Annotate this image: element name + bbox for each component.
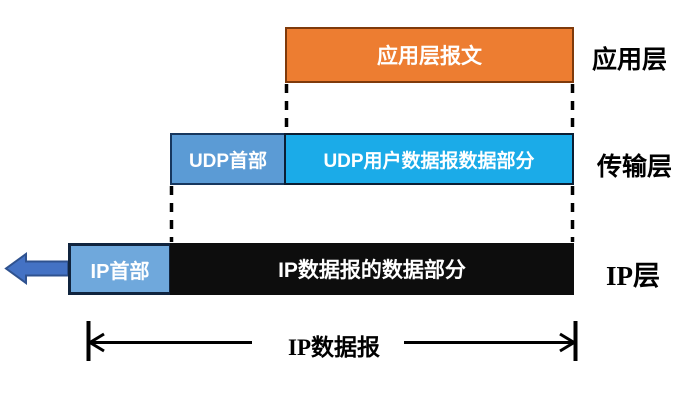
- udp-data-box: UDP用户数据报数据部分: [284, 133, 574, 185]
- ip-data-box: IP数据报的数据部分: [170, 243, 574, 295]
- left-block-arrow-icon: [4, 252, 69, 285]
- measure-arrowhead-right-icon: [559, 332, 577, 353]
- application-layer-label: 应用层: [592, 46, 668, 74]
- ip-layer-label: IP层: [606, 261, 660, 291]
- udp-header-box: UDP首部: [170, 133, 286, 185]
- ip-datagram-measure-label: IP数据报: [282, 328, 386, 362]
- measure-arrowhead-left-icon: [87, 332, 105, 353]
- ip-header-box: IP首部: [68, 243, 172, 295]
- transport-layer-label: 传输层: [597, 153, 673, 181]
- application-message-box: 应用层报文: [285, 27, 574, 83]
